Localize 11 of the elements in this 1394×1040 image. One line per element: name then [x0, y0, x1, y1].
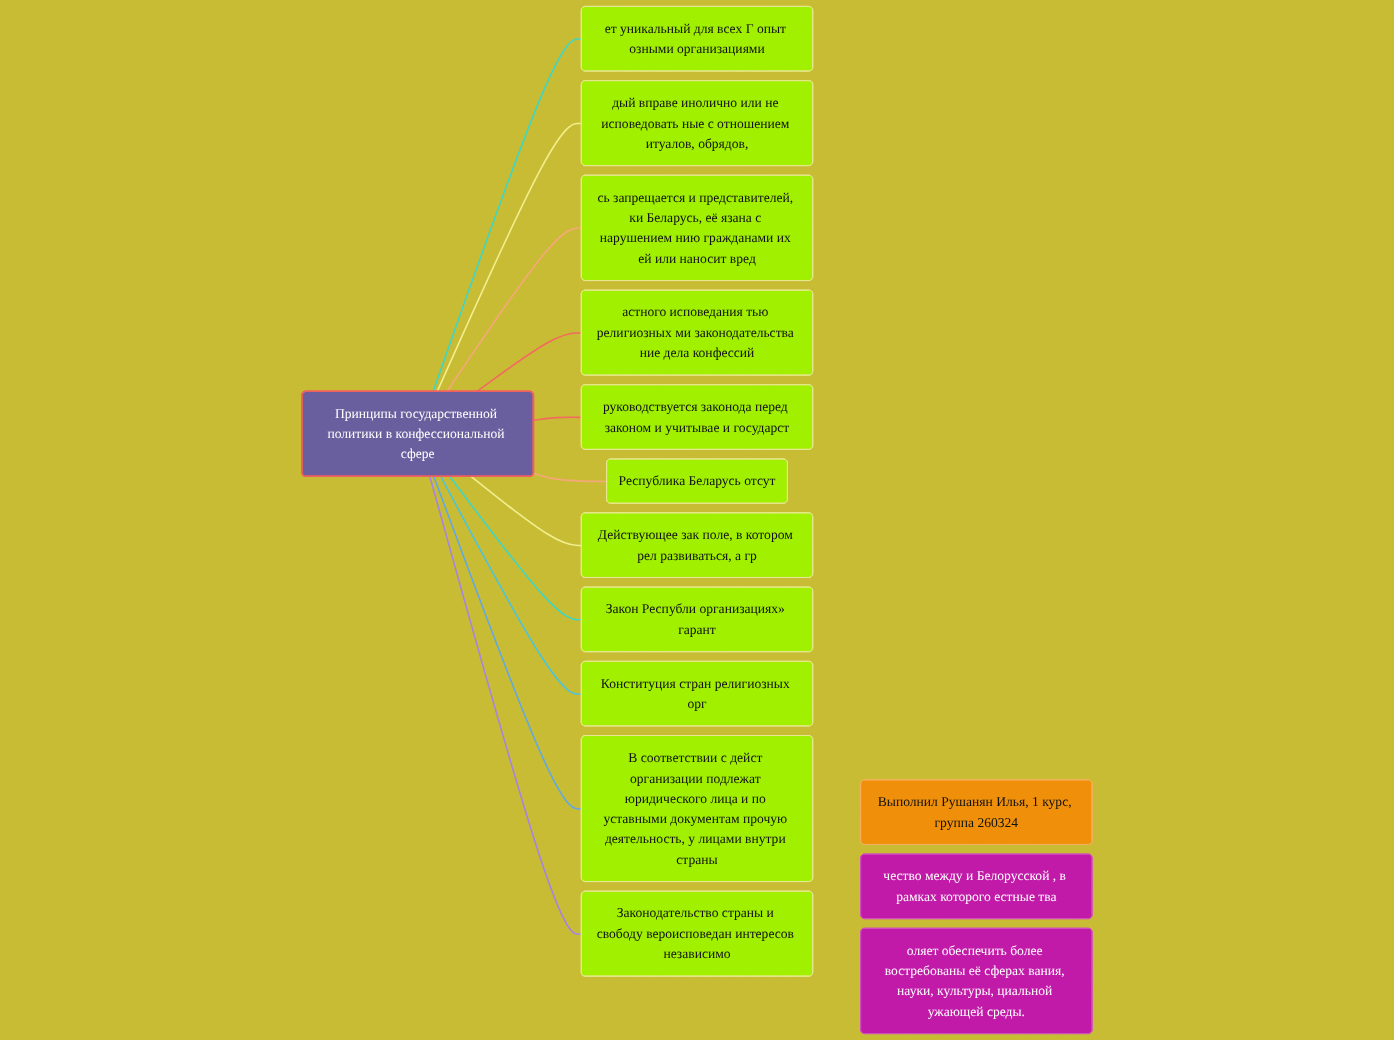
- connector: [440, 475, 583, 695]
- connector: [446, 227, 583, 393]
- connector: [436, 122, 583, 393]
- connector: [532, 472, 608, 483]
- connector: [533, 416, 583, 422]
- connector: [429, 475, 583, 935]
- connector: [449, 475, 583, 621]
- connector: [433, 475, 583, 810]
- connector: [470, 475, 583, 547]
- connector: [432, 38, 583, 393]
- connector: [475, 332, 583, 393]
